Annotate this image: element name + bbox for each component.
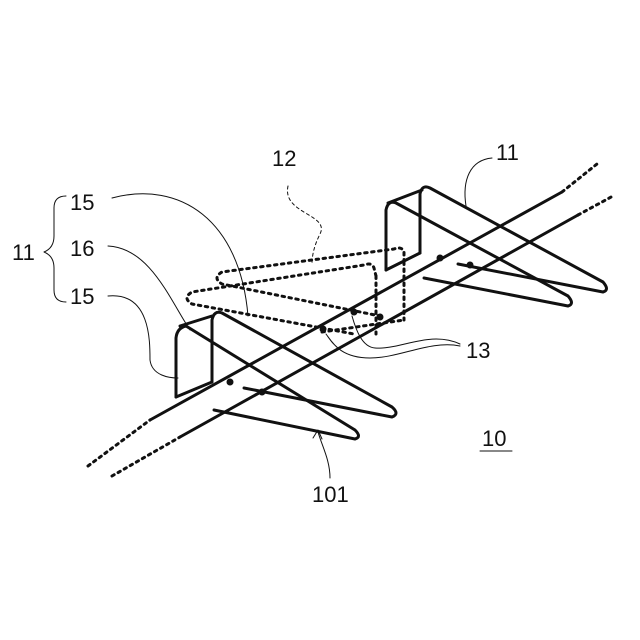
right-bracket-front [420, 187, 607, 292]
right-node-1 [437, 255, 444, 262]
rail-lower [112, 196, 613, 476]
label-joint-13: 13 [466, 338, 490, 363]
right-bracket-assembly [386, 187, 607, 306]
leader-15-bottom [108, 296, 178, 378]
leader-16 [108, 246, 190, 330]
phantom-lower-plate [187, 264, 376, 334]
leader-15-top [112, 194, 248, 316]
phantom-bottom-edge [322, 320, 404, 332]
label-phantom-12: 12 [272, 146, 296, 171]
label-assembly-11: 11 [12, 240, 35, 265]
phantom-node-1 [351, 309, 358, 316]
label-rail-101: 101 [312, 482, 349, 507]
rail-lower-dotted-left [112, 437, 180, 476]
leader-11-right [465, 158, 492, 206]
rail-lower-dotted-right [578, 196, 613, 215]
right-bracket-top-link [388, 190, 422, 203]
label-bracket-15-top: 15 [70, 190, 94, 215]
phantom-node-2 [377, 314, 384, 321]
rail-upper-dotted-right [562, 164, 597, 192]
group-brace [44, 196, 66, 302]
leader-12 [287, 186, 321, 264]
right-bracket-back [386, 202, 572, 306]
phantom-bracket [187, 248, 404, 334]
left-bracket-back [176, 326, 359, 439]
label-figure-10: 10 [482, 426, 506, 451]
rail-upper-dotted-left [88, 420, 150, 466]
left-bracket-front [212, 312, 396, 417]
label-right-unit-11: 11 [496, 140, 519, 165]
left-node-1 [227, 379, 234, 386]
right-node-2 [467, 262, 474, 269]
left-node-2 [259, 389, 266, 396]
phantom-node-3 [320, 326, 327, 333]
label-bracket-16: 16 [70, 236, 94, 261]
rail-lower-solid [180, 215, 578, 437]
leader-101 [318, 432, 330, 478]
label-bracket-15-bottom: 15 [70, 284, 94, 309]
